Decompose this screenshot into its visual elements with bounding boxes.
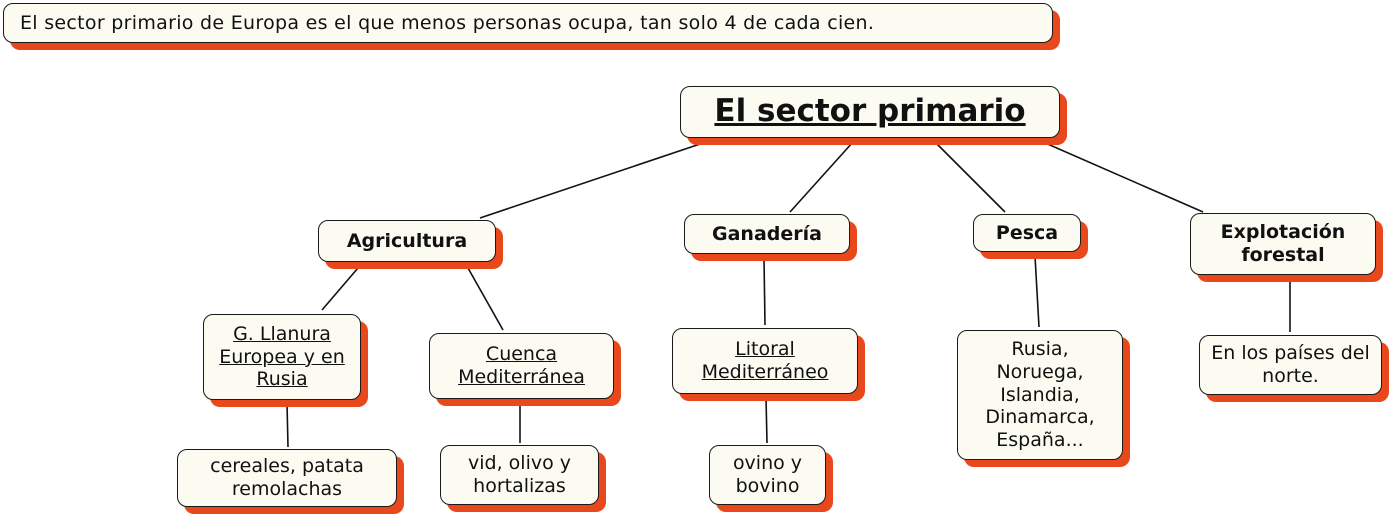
line-root-ganaderia (789, 141, 854, 213)
line-agricultura-llanura (321, 267, 359, 311)
root-title: El sector primario (714, 93, 1026, 130)
line-pesca-paises (1034, 255, 1040, 328)
node-ganaderia: Ganadería (684, 214, 850, 254)
node-ovino: ovino y bovino (709, 445, 826, 505)
node-agricultura-label: Agricultura (346, 229, 468, 252)
node-forestal-label: Explotación forestal (1220, 221, 1346, 266)
caption-text: El sector primario de Europa es el que m… (20, 11, 875, 34)
root-node: El sector primario (680, 86, 1060, 138)
node-norte: En los países del norte. (1199, 335, 1382, 395)
caption-box: El sector primario de Europa es el que m… (3, 3, 1053, 43)
node-ganaderia-label: Ganadería (712, 222, 822, 245)
node-vid: vid, olivo y hortalizas (440, 445, 599, 505)
node-norte-label: En los países del norte. (1211, 342, 1370, 387)
line-root-pesca (934, 141, 1006, 213)
node-pesca: Pesca (973, 214, 1081, 252)
line-agricultura-cuenca (467, 267, 504, 331)
line-llanura-cereales (286, 402, 289, 448)
node-llanura: G. Llanura Europea y en Rusia (203, 314, 361, 400)
line-root-agricultura (479, 141, 707, 219)
node-pesca-paises: Rusia, Noruega, Islandia, Dinamarca, Esp… (957, 330, 1123, 460)
node-agricultura: Agricultura (318, 220, 496, 262)
node-cuenca: Cuenca Mediterránea (429, 333, 614, 399)
node-llanura-label: G. Llanura Europea y en Rusia (219, 322, 345, 391)
node-forestal: Explotación forestal (1190, 213, 1376, 275)
node-pesca-label: Pesca (995, 221, 1059, 244)
node-cereales-label: cereales, patata remolachas (210, 455, 364, 500)
node-litoral: Litoral Mediterráneo (672, 328, 858, 394)
node-vid-label: vid, olivo y hortalizas (468, 452, 571, 497)
line-ganaderia-litoral (763, 257, 766, 326)
node-litoral-label: Litoral Mediterráneo (701, 338, 829, 383)
node-ovino-label: ovino y bovino (732, 452, 803, 497)
line-root-forestal (1042, 141, 1204, 213)
line-litoral-ovino (765, 396, 768, 444)
node-pesca-paises-label: Rusia, Noruega, Islandia, Dinamarca, Esp… (985, 338, 1095, 452)
node-cuenca-label: Cuenca Mediterránea (458, 343, 585, 388)
node-cereales: cereales, patata remolachas (177, 449, 397, 507)
